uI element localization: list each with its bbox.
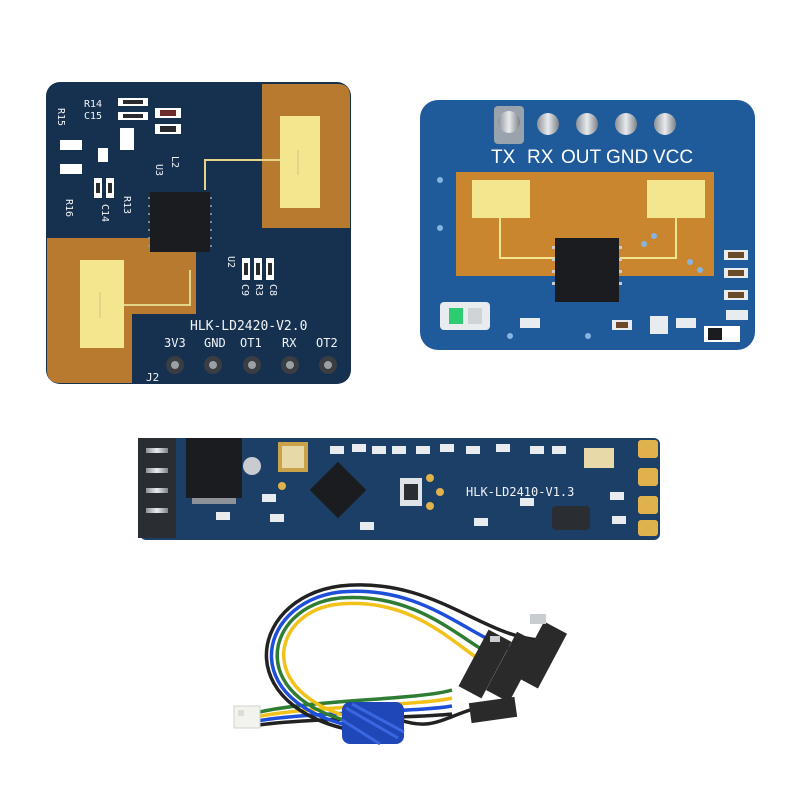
ld2410-model-label: HLK-LD2410-V1.3	[466, 485, 574, 499]
label-r13: R13	[121, 196, 132, 214]
module-pin-labels: TX RX OUT GND VCC	[491, 147, 693, 168]
ld2420-board: R14 C15 R15 U3 L2 R16 R13 C14 U2 C9 R3 C…	[46, 82, 351, 384]
ld-module-board: TX RX OUT GND VCC	[420, 100, 755, 350]
label-c9: C9	[239, 284, 250, 296]
pin-label-rx: RX	[282, 336, 297, 350]
jumper-cable	[251, 583, 541, 736]
ld2410-edge-pads	[638, 440, 658, 536]
module-pin-header	[494, 106, 676, 144]
pin-label-rx2: RX	[527, 147, 554, 168]
pin-label-gnd: GND	[204, 336, 226, 350]
label-r14: R14	[84, 99, 102, 110]
pin-label-out: OUT	[561, 147, 602, 168]
dupont-connectors	[458, 614, 568, 724]
antenna-patch-bottom	[80, 260, 124, 348]
header-label-j2: J2	[146, 371, 159, 384]
antenna-patch-top	[280, 116, 320, 208]
pin-label-tx: TX	[491, 147, 516, 168]
jst-connector	[233, 705, 261, 729]
label-u2: U2	[225, 256, 236, 268]
label-c15: C15	[84, 111, 102, 122]
label-r15: R15	[55, 108, 66, 126]
cable-wrap	[341, 702, 405, 746]
label-u3: U3	[153, 164, 164, 176]
voltage-regulator	[186, 438, 242, 498]
module-radar-chip	[555, 238, 619, 302]
pin-label-vcc: VCC	[653, 147, 693, 168]
label-c14: C14	[99, 204, 110, 222]
pin-label-3v3: 3V3	[164, 336, 186, 350]
label-r16: R16	[63, 199, 74, 217]
pin-label-ot2: OT2	[316, 336, 338, 350]
status-led	[440, 302, 490, 330]
label-l2: L2	[169, 156, 180, 168]
pin-label-gnd2: GND	[606, 147, 648, 168]
label-r3: R3	[253, 284, 264, 296]
pin-label-ot1: OT1	[240, 336, 262, 350]
ld2410-board: HLK-LD2410-V1.3	[138, 438, 660, 540]
radar-chip	[150, 192, 210, 252]
ld2420-model-label: HLK-LD2420-V2.0	[190, 319, 307, 334]
ld2420-pin-labels: 3V3 GND OT1 RX OT2	[164, 336, 338, 350]
label-c8: C8	[267, 284, 278, 296]
